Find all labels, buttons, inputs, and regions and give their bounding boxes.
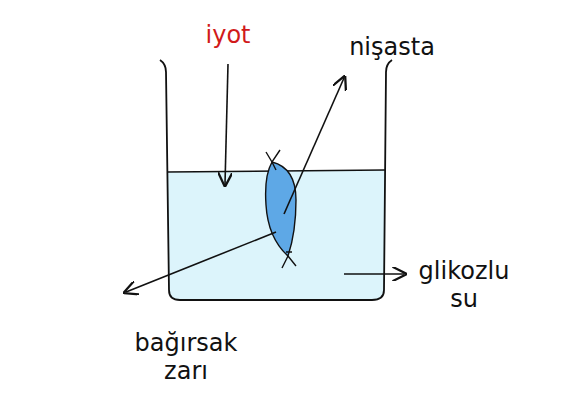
iodine-arrow [225, 64, 228, 184]
membrane-bag [266, 162, 296, 256]
starch-arrow [284, 78, 344, 214]
membrane-label: bağırsak zarı [111, 330, 261, 385]
top-knot [266, 150, 280, 170]
membrane-leader [126, 232, 276, 292]
bottom-knot [282, 252, 296, 268]
starch-label: nişasta [317, 34, 467, 62]
water-arrow [344, 273, 404, 275]
water-label: glikozlu su [405, 258, 523, 313]
iodine-label: iyot [183, 22, 273, 50]
